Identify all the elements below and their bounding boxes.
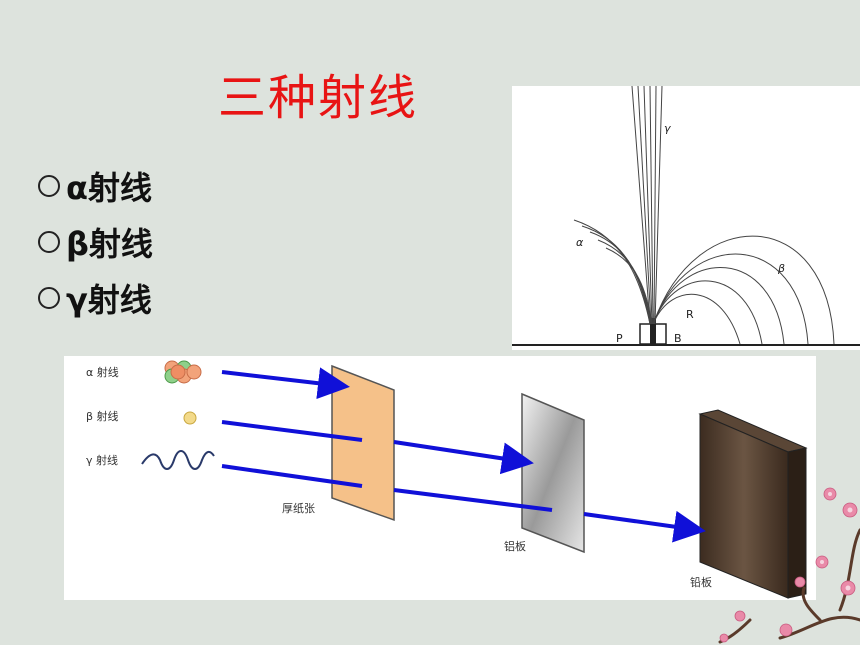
thin-plate — [521, 392, 585, 554]
thick-plate-label: 铅板 — [690, 575, 712, 589]
deflection-diagram: γ α β R P B — [512, 85, 860, 350]
deflection-svg: γ α β R P B — [512, 85, 860, 346]
source-slit — [650, 318, 656, 344]
alpha-particle-icon — [164, 360, 202, 384]
left-plate-label: P — [616, 332, 623, 345]
beta-label: β — [777, 262, 785, 275]
penetration-diagram: α 射线 β 射线 γ 射线 — [64, 356, 816, 600]
gamma-wave-icon — [141, 450, 215, 470]
field-label: R — [686, 308, 694, 321]
lead-block — [698, 409, 808, 599]
beta-arrow-2 — [393, 440, 534, 475]
alpha-label: α — [576, 236, 584, 249]
bullet-beta: β射线 — [38, 214, 153, 270]
bullet-list: α射线 β射线 γ射线 — [38, 158, 153, 326]
beta-ray-label: β 射线 — [86, 409, 119, 423]
bullet-alpha-label: α射线 — [66, 169, 152, 207]
thin-plate-label: 铝板 — [504, 539, 526, 553]
alpha-rays — [573, 219, 653, 325]
gamma-ray-label: γ 射线 — [86, 453, 118, 467]
bullet-circle-icon — [38, 175, 60, 197]
beta-rays — [653, 235, 835, 345]
bullet-gamma-label: γ射线 — [66, 281, 152, 319]
alpha-arrow — [221, 367, 350, 400]
bullet-gamma: γ射线 — [38, 270, 153, 326]
beta-particle-icon — [183, 411, 197, 425]
paper-plate — [331, 364, 395, 522]
bullet-circle-icon — [38, 287, 60, 309]
right-plate-label: B — [674, 332, 682, 345]
bullet-circle-icon — [38, 231, 60, 253]
penetration-svg: α 射线 β 射线 γ 射线 — [86, 360, 808, 599]
alpha-ray-label: α 射线 — [86, 365, 119, 379]
gamma-arrow-3 — [583, 510, 706, 543]
plum-blossom-decoration — [718, 487, 860, 644]
gamma-label: γ — [664, 122, 671, 135]
gamma-arrow-2 — [393, 488, 553, 512]
gamma-arrow-1 — [221, 464, 363, 488]
gamma-rays — [631, 85, 663, 325]
ray-arrows — [221, 367, 706, 543]
paper-plate-label: 厚纸张 — [282, 502, 315, 515]
bullet-beta-label: β射线 — [66, 225, 153, 263]
slide-title: 三种射线 — [218, 70, 419, 126]
bullet-alpha: α射线 — [38, 158, 153, 214]
beta-arrow-1 — [221, 420, 363, 442]
